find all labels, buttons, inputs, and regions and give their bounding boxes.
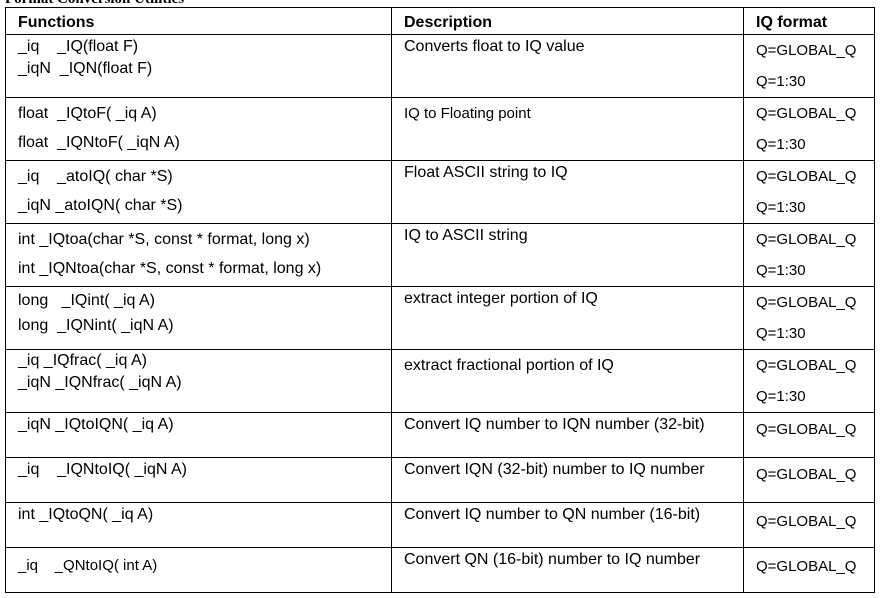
cell-description: Float ASCII string to IQ — [391, 160, 744, 224]
iq-format-value: Q=1:30 — [756, 388, 806, 405]
function-description: Converts float to IQ value — [404, 38, 585, 55]
cell-functions: float _IQtoF( _iq A) float _IQNtoF( _iqN… — [5, 97, 392, 161]
function-description: Convert IQ number to QN number (16-bit) — [404, 506, 701, 523]
function-description: Convert QN (16-bit) number to IQ number — [404, 551, 701, 568]
cell-description: extract integer portion of IQ — [391, 286, 744, 350]
cell-iq-format: Q=GLOBAL_Q Q=1:30 — [743, 34, 875, 98]
cell-description: IQ to ASCII string — [391, 223, 744, 287]
table-row: int _IQtoa(char *S, const * format, long… — [5, 223, 875, 287]
cell-functions: _iq _IQNtoIQ( _iqN A) — [5, 457, 392, 503]
cell-iq-format: Q=GLOBAL_Q Q=1:30 — [743, 223, 875, 287]
function-description: IQ to Floating point — [404, 105, 531, 122]
iq-format-value: Q=GLOBAL_Q — [756, 105, 857, 122]
function-signature: int _IQtoQN( _iq A) — [18, 506, 154, 523]
cell-functions: long _IQint( _iq A) long _IQNint( _iqN A… — [5, 286, 392, 350]
header-functions: Functions — [5, 7, 392, 35]
cell-functions: _iq _IQ(float F) _iqN _IQN(float F) — [5, 34, 392, 98]
table-row: _iq _IQfrac( _iq A) _iqN _IQNfrac( _iqN … — [5, 349, 875, 413]
iq-format-value: Q=1:30 — [756, 136, 806, 153]
cell-iq-format: Q=GLOBAL_Q — [743, 412, 875, 458]
function-description: extract fractional portion of IQ — [404, 357, 614, 374]
function-signature: _iq _IQ(float F) — [18, 38, 139, 55]
iq-format-value: Q=1:30 — [756, 325, 806, 342]
iq-format-value: Q=GLOBAL_Q — [756, 42, 857, 59]
cell-description: IQ to Floating point — [391, 97, 744, 161]
function-description: Convert IQ number to IQN number (32-bit) — [404, 416, 705, 433]
iq-format-value: Q=1:30 — [756, 73, 806, 90]
cell-iq-format: Q=GLOBAL_Q — [743, 502, 875, 548]
section-title: Format Conversion Utilities — [5, 0, 184, 8]
table-row: _iq _IQ(float F) _iqN _IQN(float F) Conv… — [5, 34, 875, 98]
iq-format-value: Q=GLOBAL_Q — [756, 231, 857, 248]
function-signature: _iq _QNtoIQ( int A) — [18, 557, 158, 574]
header-iq-format: IQ format — [743, 7, 875, 35]
cell-description: Convert QN (16-bit) number to IQ number — [391, 547, 744, 593]
table-row: _iqN _IQtoIQN( _iq A) Convert IQ number … — [5, 412, 875, 458]
function-signature: _iqN _IQN(float F) — [18, 60, 153, 77]
cell-description: Convert IQN (32-bit) number to IQ number — [391, 457, 744, 503]
iq-format-value: Q=GLOBAL_Q — [756, 294, 857, 311]
function-signature: _iq _IQNtoIQ( _iqN A) — [18, 461, 187, 478]
iq-format-value: Q=GLOBAL_Q — [756, 357, 857, 374]
cell-functions: _iq _atoIQ( char *S) _iqN _atoIQN( char … — [5, 160, 392, 224]
cell-functions: _iqN _IQtoIQN( _iq A) — [5, 412, 392, 458]
cell-iq-format: Q=GLOBAL_Q Q=1:30 — [743, 97, 875, 161]
iq-format-value: Q=GLOBAL_Q — [756, 513, 857, 530]
function-signature: _iqN _atoIQN( char *S) — [18, 197, 183, 214]
cell-iq-format: Q=GLOBAL_Q Q=1:30 — [743, 286, 875, 350]
cell-functions: int _IQtoQN( _iq A) — [5, 502, 392, 548]
table-row: int _IQtoQN( _iq A) Convert IQ number to… — [5, 502, 875, 548]
function-description: extract integer portion of IQ — [404, 290, 598, 307]
iq-format-value: Q=GLOBAL_Q — [756, 466, 857, 483]
table-row: long _IQint( _iq A) long _IQNint( _iqN A… — [5, 286, 875, 350]
cell-iq-format: Q=GLOBAL_Q — [743, 457, 875, 503]
cell-description: Convert IQ number to QN number (16-bit) — [391, 502, 744, 548]
function-signature: _iqN _IQNfrac( _iqN A) — [18, 374, 182, 391]
function-signature: int _IQNtoa(char *S, const * format, lon… — [18, 260, 322, 277]
function-signature: _iq _IQfrac( _iq A) — [18, 352, 147, 369]
function-signature: _iq _atoIQ( char *S) — [18, 168, 173, 185]
format-conversion-table: Functions Description IQ format _iq _IQ(… — [5, 7, 875, 593]
iq-format-value: Q=1:30 — [756, 199, 806, 216]
cell-functions: int _IQtoa(char *S, const * format, long… — [5, 223, 392, 287]
iq-format-value: Q=GLOBAL_Q — [756, 558, 857, 575]
iq-format-value: Q=1:30 — [756, 262, 806, 279]
table-row: _iq _QNtoIQ( int A) Convert QN (16-bit) … — [5, 547, 875, 593]
function-signature: long _IQNint( _iqN A) — [18, 317, 174, 334]
cell-iq-format: Q=GLOBAL_Q Q=1:30 — [743, 160, 875, 224]
cell-description: Convert IQ number to IQN number (32-bit) — [391, 412, 744, 458]
table-row: float _IQtoF( _iq A) float _IQNtoF( _iqN… — [5, 97, 875, 161]
function-signature: float _IQtoF( _iq A) — [18, 105, 157, 122]
table-header-row: Functions Description IQ format — [5, 7, 875, 35]
cell-iq-format: Q=GLOBAL_Q — [743, 547, 875, 593]
function-signature: int _IQtoa(char *S, const * format, long… — [18, 231, 310, 248]
function-signature: long _IQint( _iq A) — [18, 292, 155, 309]
iq-format-value: Q=GLOBAL_Q — [756, 168, 857, 185]
function-description: Float ASCII string to IQ — [404, 164, 568, 181]
cell-description: extract fractional portion of IQ — [391, 349, 744, 413]
cell-description: Converts float to IQ value — [391, 34, 744, 98]
cell-functions: _iq _IQfrac( _iq A) _iqN _IQNfrac( _iqN … — [5, 349, 392, 413]
header-description: Description — [391, 7, 744, 35]
table-row: _iq _atoIQ( char *S) _iqN _atoIQN( char … — [5, 160, 875, 224]
cell-functions: _iq _QNtoIQ( int A) — [5, 547, 392, 593]
function-signature: _iqN _IQtoIQN( _iq A) — [18, 416, 174, 433]
table-row: _iq _IQNtoIQ( _iqN A) Convert IQN (32-bi… — [5, 457, 875, 503]
iq-format-value: Q=GLOBAL_Q — [756, 421, 857, 438]
function-description: IQ to ASCII string — [404, 227, 528, 244]
function-description: Convert IQN (32-bit) number to IQ number — [404, 461, 705, 478]
function-signature: float _IQNtoF( _iqN A) — [18, 134, 180, 151]
cell-iq-format: Q=GLOBAL_Q Q=1:30 — [743, 349, 875, 413]
